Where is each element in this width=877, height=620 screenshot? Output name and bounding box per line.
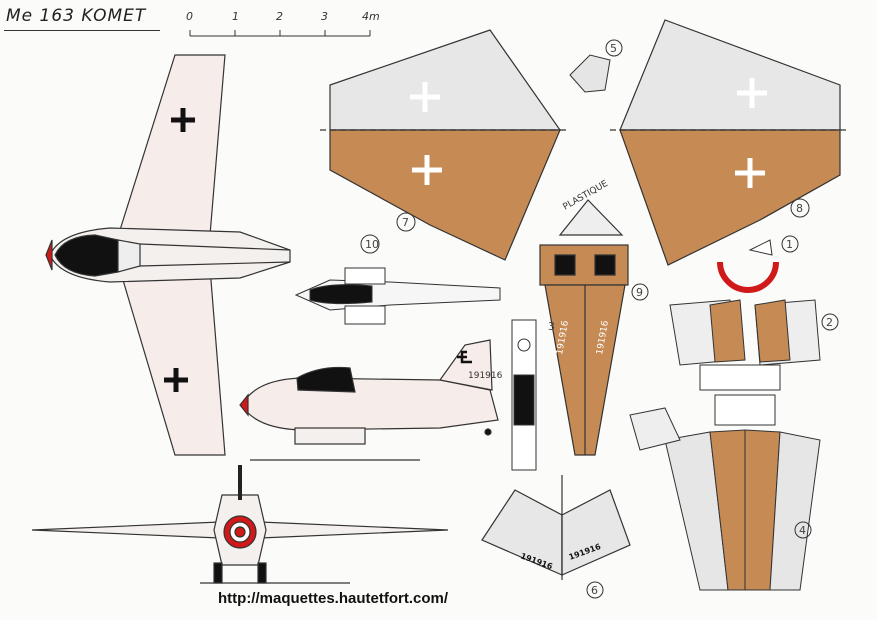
title-underline — [4, 30, 160, 31]
part-number: 10 — [365, 238, 379, 251]
scale-bar — [189, 30, 371, 37]
cross-marking-top — [171, 108, 195, 132]
part-3-fuselage-strip — [511, 319, 537, 471]
part-circle — [396, 212, 416, 232]
part-circle — [605, 39, 623, 57]
part-1-roundel-piece — [717, 239, 779, 293]
front-view-aircraft — [31, 465, 449, 584]
part-8-right-wing — [610, 19, 850, 266]
part-circle — [586, 581, 604, 599]
part-number: 6 — [591, 584, 598, 597]
part-number: 8 — [796, 202, 803, 215]
scale-tick-label: 3 — [321, 10, 328, 23]
part-6-stand — [481, 475, 631, 580]
swastika-tail-side — [457, 350, 472, 364]
part-number: 3 — [548, 320, 555, 333]
part-number: 4 — [799, 524, 806, 537]
cross-marking-wing8-lower — [735, 158, 765, 188]
cross-marking-bottom — [164, 368, 188, 392]
part-number: 2 — [826, 316, 833, 329]
website-url: http://maquettes.hautetfort.com/ — [218, 590, 449, 607]
side-view-aircraft — [239, 339, 499, 461]
part-circle — [781, 235, 799, 253]
part-circle — [821, 313, 839, 331]
top-view-aircraft — [45, 54, 291, 456]
cross-marking-wing7-upper — [410, 82, 440, 112]
part-5-piece — [569, 54, 611, 93]
sheet-title: Me 163 KOMET — [6, 6, 147, 26]
scale-tick-label: 1 — [232, 10, 239, 23]
part-number: 1 — [786, 238, 793, 251]
scale-tick-label: 4m — [362, 10, 380, 23]
scale-tick-label: 2 — [276, 10, 283, 23]
part-9-fuselage-top — [539, 199, 629, 456]
part-10-fuselage-side — [294, 234, 501, 325]
cross-marking-wing7-lower — [412, 155, 442, 185]
part-circle — [790, 198, 810, 218]
part-4-lower-fuselage — [629, 394, 821, 591]
side-view-code: 191916 — [468, 371, 503, 381]
scale-tick-label: 0 — [186, 10, 193, 23]
part-circle — [794, 521, 812, 539]
part-7-left-wing — [320, 29, 570, 261]
part-2-fuselage-panel — [669, 299, 821, 391]
part-number: 9 — [636, 286, 643, 299]
part-circle — [631, 283, 649, 301]
cross-marking-wing8-upper — [737, 78, 767, 108]
part-number: 7 — [402, 216, 409, 229]
part-number: 5 — [610, 42, 617, 55]
